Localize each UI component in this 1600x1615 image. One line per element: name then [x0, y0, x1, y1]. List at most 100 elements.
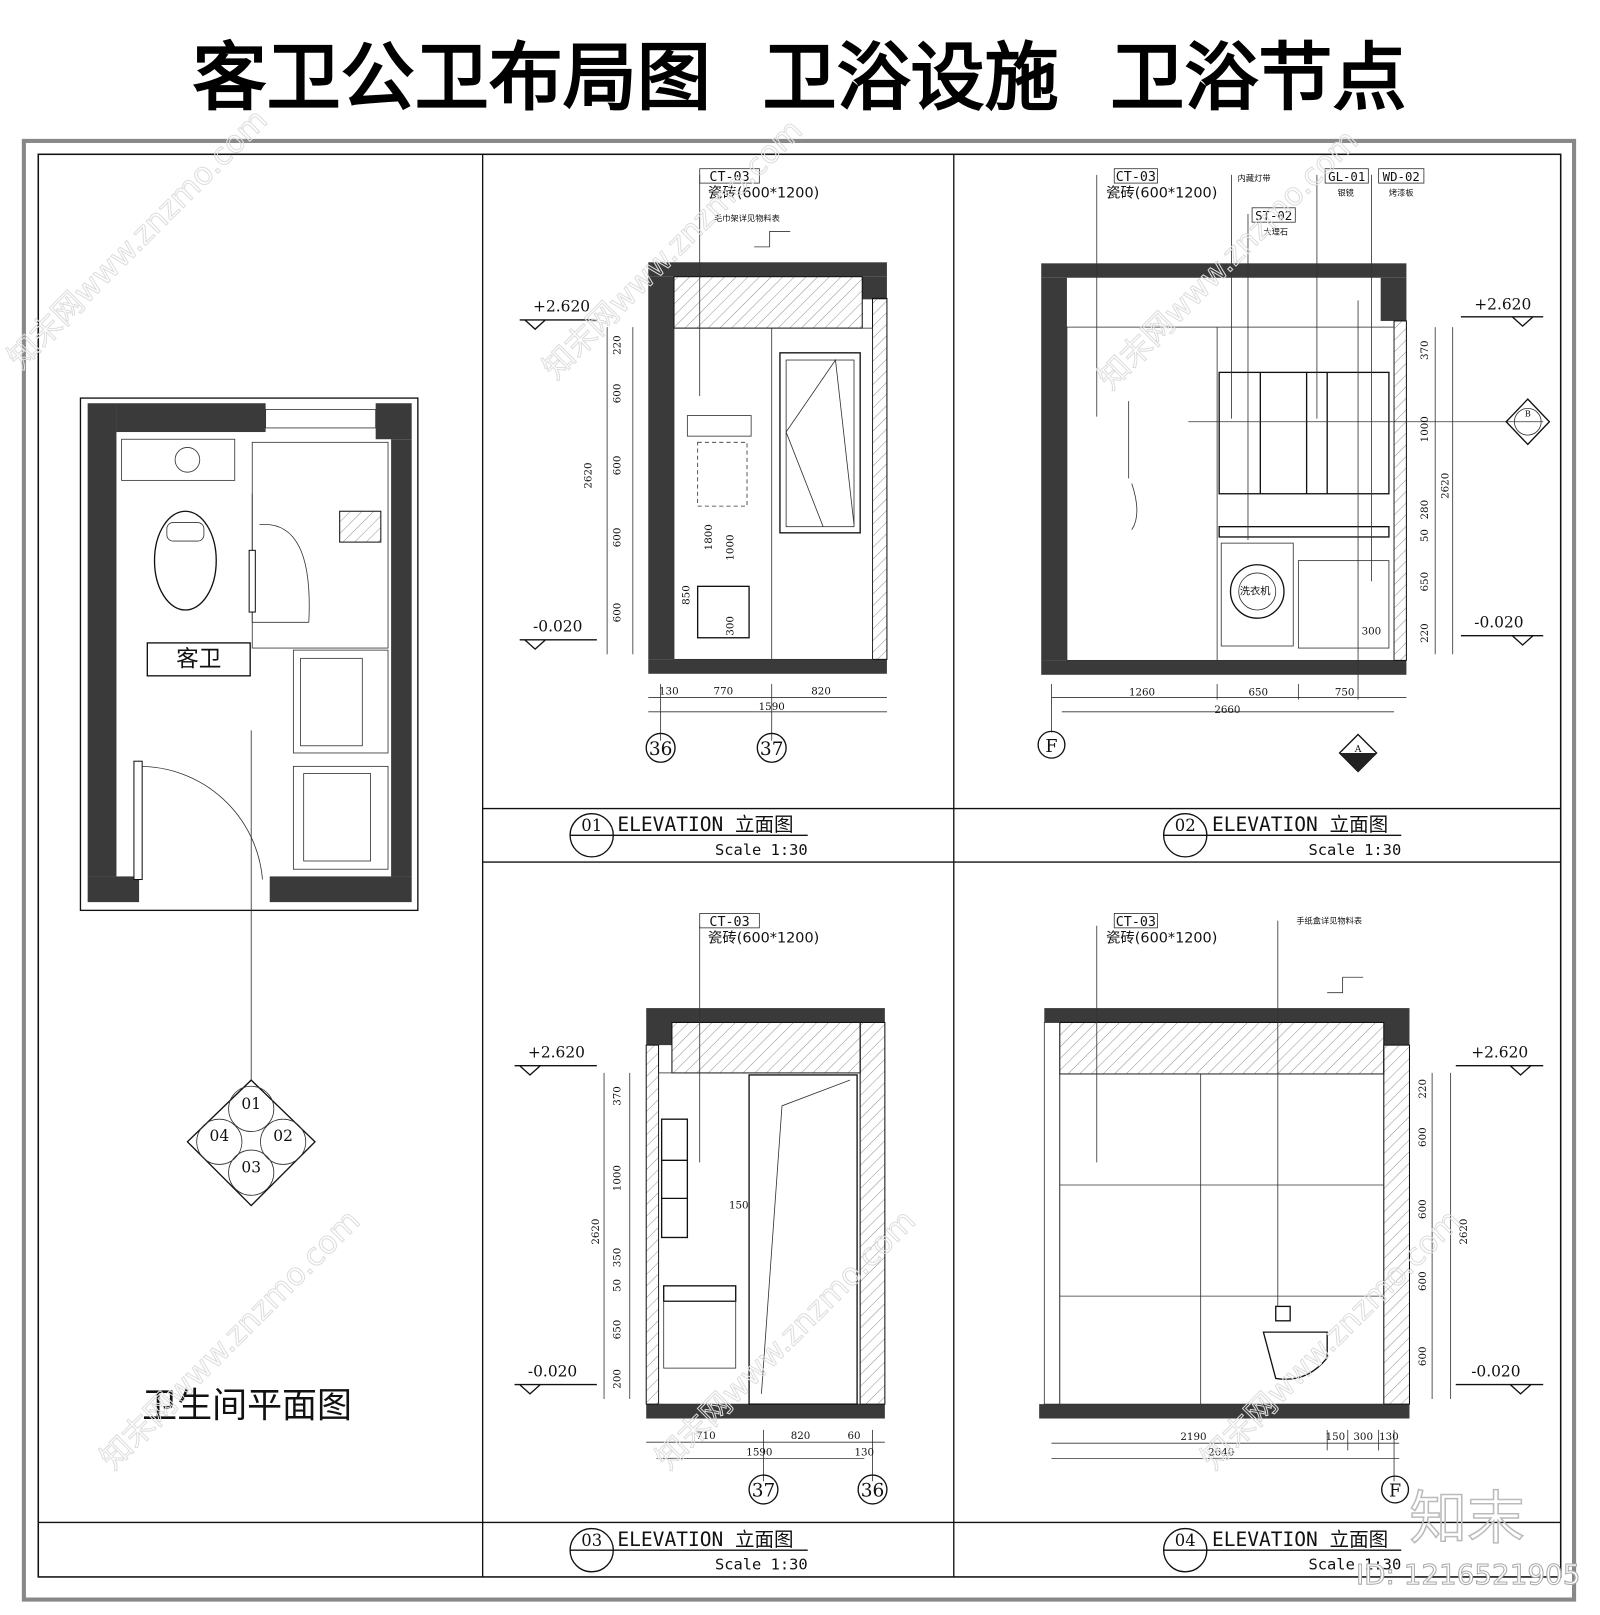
elevation-02-text: CT-03 瓷砖(600*1200) 内藏灯带 ST-02 大理石 GL-01 …: [1037, 168, 1551, 773]
outer-frame: [21, 138, 1577, 1602]
elevation-04: [1039, 920, 1410, 1419]
svg-text:瓷砖(600*1200): 瓷砖(600*1200): [708, 929, 819, 946]
svg-text:600: 600: [611, 603, 623, 623]
svg-text:CT-03: CT-03: [1116, 170, 1156, 185]
svg-text:知末: 知末: [1409, 1485, 1524, 1552]
svg-text:600: 600: [1417, 1346, 1429, 1366]
svg-text:ELEVATION 立面图: ELEVATION 立面图: [1212, 1528, 1388, 1551]
svg-text:600: 600: [611, 528, 623, 548]
inner-frame: [37, 153, 1562, 1578]
svg-text:220: 220: [611, 335, 623, 355]
svg-text:04: 04: [1175, 1531, 1196, 1550]
svg-text:200: 200: [611, 1369, 623, 1389]
floor-plan: 客卫: [79, 397, 419, 1081]
svg-text:瓷砖(600*1200): 瓷砖(600*1200): [1106, 929, 1217, 946]
svg-text:ELEVATION 立面图: ELEVATION 立面图: [617, 813, 793, 836]
svg-text:Scale 1:30: Scale 1:30: [715, 841, 808, 859]
svg-text:CT-03: CT-03: [1116, 915, 1156, 930]
svg-text:Scale 1:30: Scale 1:30: [1308, 1556, 1401, 1574]
svg-text:洗衣机: 洗衣机: [1240, 585, 1272, 598]
svg-text:+2.620: +2.620: [533, 298, 590, 316]
elevation-04-text: CT-03 瓷砖(600*1200) 手纸盒详见物料表 +2.620 -0.02…: [1051, 913, 1544, 1504]
svg-text:370: 370: [611, 1086, 623, 1106]
svg-text:1000: 1000: [1419, 416, 1431, 442]
svg-text:820: 820: [811, 685, 831, 697]
svg-text:F: F: [1045, 737, 1057, 757]
svg-text:300: 300: [1362, 626, 1382, 638]
svg-text:710: 710: [696, 1430, 716, 1442]
svg-text:36: 36: [649, 739, 673, 760]
svg-text:650: 650: [1248, 686, 1268, 698]
elevation-03: [645, 925, 886, 1419]
svg-text:130: 130: [854, 1447, 874, 1459]
index-01[interactable]: 01: [241, 1095, 261, 1113]
svg-text:130: 130: [659, 685, 679, 697]
svg-text:150: 150: [1326, 1431, 1346, 1443]
svg-text:知末网www.znzmo.com: 知末网www.znzmo.com: [1091, 123, 1365, 397]
svg-text:600: 600: [1417, 1199, 1429, 1219]
svg-text:大理石: 大理石: [1263, 227, 1288, 237]
title-block-02: 02 ELEVATION 立面图 Scale 1:30: [1162, 813, 1402, 859]
svg-text:1590: 1590: [759, 701, 785, 713]
svg-text:知末网www.znzmo.com: 知末网www.znzmo.com: [94, 1203, 368, 1477]
index-04[interactable]: 04: [210, 1127, 230, 1145]
elevation-01-text: CT-03 瓷砖(600*1200) 毛巾架详见物料表 +2.620 -0.02…: [519, 168, 887, 763]
elevation-01: [648, 174, 888, 674]
svg-text:50: 50: [611, 1279, 623, 1292]
svg-text:1260: 1260: [1129, 686, 1155, 698]
svg-text:2620: 2620: [1458, 1219, 1470, 1245]
svg-text:1000: 1000: [611, 1165, 623, 1191]
svg-text:850: 850: [680, 585, 692, 605]
svg-text:WD-02: WD-02: [1383, 170, 1420, 184]
svg-text:280: 280: [1419, 500, 1431, 520]
svg-text:350: 350: [611, 1248, 623, 1268]
svg-text:银镜: 银镜: [1337, 187, 1353, 197]
svg-text:2640: 2640: [1208, 1447, 1234, 1459]
svg-text:F: F: [1389, 1482, 1401, 1502]
svg-text:2620: 2620: [590, 1219, 602, 1245]
svg-text:300: 300: [1353, 1431, 1373, 1443]
svg-text:烤漆板: 烤漆板: [1389, 187, 1414, 197]
svg-text:内藏灯带: 内藏灯带: [1238, 173, 1271, 183]
svg-text:150: 150: [729, 1200, 749, 1212]
svg-text:2190: 2190: [1180, 1431, 1206, 1443]
svg-text:毛巾架详见物料表: 毛巾架详见物料表: [714, 213, 780, 223]
title-block-01: 01 ELEVATION 立面图 Scale 1:30: [569, 813, 808, 859]
svg-text:220: 220: [1419, 623, 1431, 643]
index-02[interactable]: 02: [273, 1127, 293, 1145]
sheet-title: 客卫公卫布局图 卫浴设施 卫浴节点: [193, 35, 1407, 121]
svg-text:手纸盒详见物料表: 手纸盒详见物料表: [1296, 916, 1362, 926]
svg-text:03: 03: [581, 1531, 602, 1550]
svg-text:300: 300: [725, 616, 737, 636]
svg-text:-0.020: -0.020: [528, 1362, 577, 1380]
svg-text:01: 01: [581, 816, 602, 835]
svg-text:2660: 2660: [1214, 704, 1240, 716]
svg-text:ST-02: ST-02: [1255, 209, 1292, 223]
svg-text:B: B: [1525, 409, 1531, 419]
elevation-03-text: CT-03 瓷砖(600*1200) +2.620 -0.020 2620 37…: [514, 913, 888, 1505]
svg-text:知末网www.znzmo.com: 知末网www.znzmo.com: [1, 102, 275, 376]
svg-text:50: 50: [1419, 529, 1431, 542]
svg-text:37: 37: [752, 1481, 776, 1502]
svg-text:60: 60: [847, 1430, 860, 1442]
svg-text:ELEVATION 立面图: ELEVATION 立面图: [617, 1528, 793, 1551]
svg-text:36: 36: [861, 1481, 885, 1502]
svg-text:Scale 1:30: Scale 1:30: [1308, 841, 1401, 859]
svg-text:220: 220: [1417, 1079, 1429, 1099]
svg-text:CT-03: CT-03: [709, 915, 749, 930]
svg-text:02: 02: [1175, 816, 1196, 835]
svg-text:GL-01: GL-01: [1328, 170, 1365, 184]
panel-dividers: [38, 154, 1561, 1577]
svg-text:ELEVATION 立面图: ELEVATION 立面图: [1212, 813, 1388, 836]
index-03[interactable]: 03: [241, 1159, 261, 1177]
svg-text:600: 600: [1417, 1271, 1429, 1291]
svg-text:370: 370: [1419, 340, 1431, 360]
svg-text:2620: 2620: [583, 462, 595, 488]
svg-text:-0.020: -0.020: [1471, 1362, 1520, 1380]
svg-text:瓷砖(600*1200): 瓷砖(600*1200): [708, 185, 819, 202]
svg-text:+2.620: +2.620: [1474, 296, 1531, 314]
svg-text:Scale 1:30: Scale 1:30: [715, 1556, 808, 1574]
svg-text:CT-03: CT-03: [709, 170, 749, 185]
index-symbol: 01 02 03 04: [186, 1079, 316, 1207]
